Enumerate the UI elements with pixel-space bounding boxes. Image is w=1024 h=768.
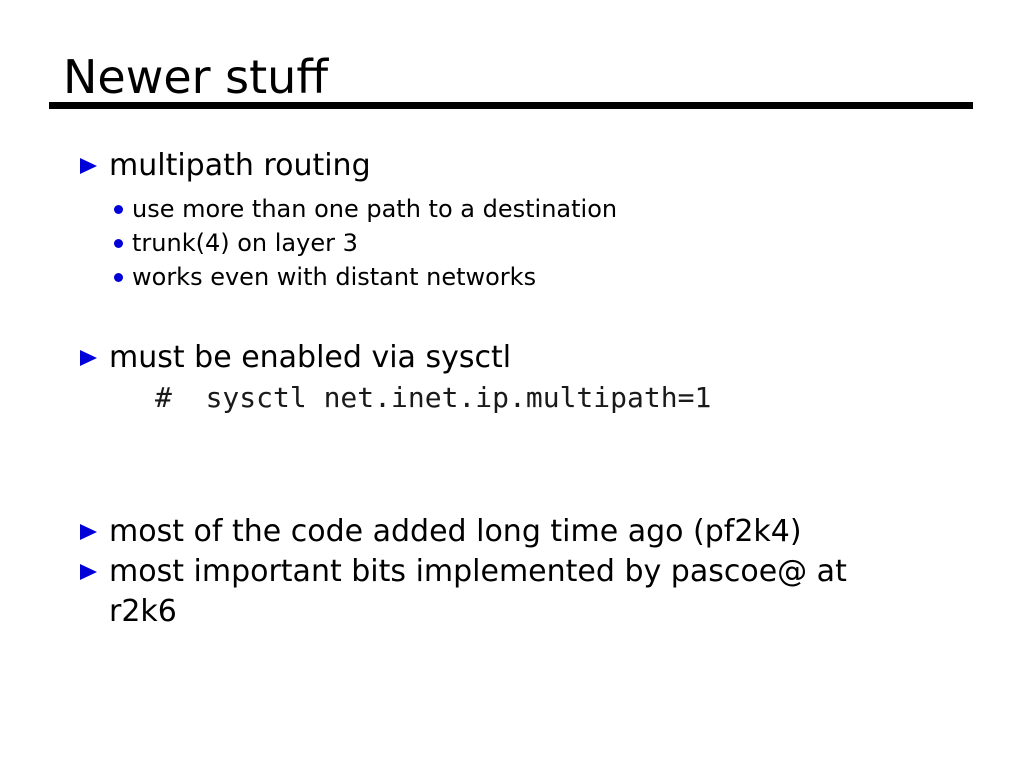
bullet-item-sysctl: must be enabled via sysctl	[78, 338, 958, 378]
dot-bullet-icon	[114, 238, 123, 248]
bullet-text: most of the code added long time ago (pf…	[109, 514, 802, 549]
triangle-bullet-icon	[80, 524, 97, 540]
sub-bullet-list: use more than one path to a destination …	[114, 192, 958, 294]
triangle-bullet-icon	[80, 564, 97, 580]
code-line: # sysctl net.inet.ip.multipath=1	[155, 381, 712, 414]
dot-bullet-icon	[114, 272, 123, 282]
bullet-item-pascoe: most important bits implemented by pasco…	[78, 552, 958, 632]
sub-bullet-text: trunk(4) on layer 3	[132, 229, 358, 257]
sub-bullet-item: use more than one path to a destination	[114, 192, 958, 226]
sub-bullet-item: works even with distant networks	[114, 260, 958, 294]
bullet-text-line1: most important bits implemented by pasco…	[109, 554, 847, 589]
bullet-text-line2: r2k6	[109, 594, 177, 629]
page-title: Newer stuff	[63, 50, 329, 104]
dot-bullet-icon	[114, 204, 123, 214]
bullet-text: multipath routing	[109, 148, 371, 183]
sub-bullet-text: use more than one path to a destination	[132, 195, 618, 223]
triangle-bullet-icon	[80, 350, 97, 366]
sub-bullet-item: trunk(4) on layer 3	[114, 226, 958, 260]
bullet-text: must be enabled via sysctl	[109, 340, 512, 375]
bullet-text: most important bits implemented by pasco…	[109, 552, 847, 632]
slide-content: multipath routing use more than one path…	[78, 146, 958, 632]
title-underline	[49, 102, 973, 109]
bullet-item-multipath-routing: multipath routing	[78, 146, 958, 186]
triangle-bullet-icon	[80, 158, 97, 174]
sub-bullet-text: works even with distant networks	[132, 263, 537, 291]
bullet-item-code-added: most of the code added long time ago (pf…	[78, 512, 958, 552]
